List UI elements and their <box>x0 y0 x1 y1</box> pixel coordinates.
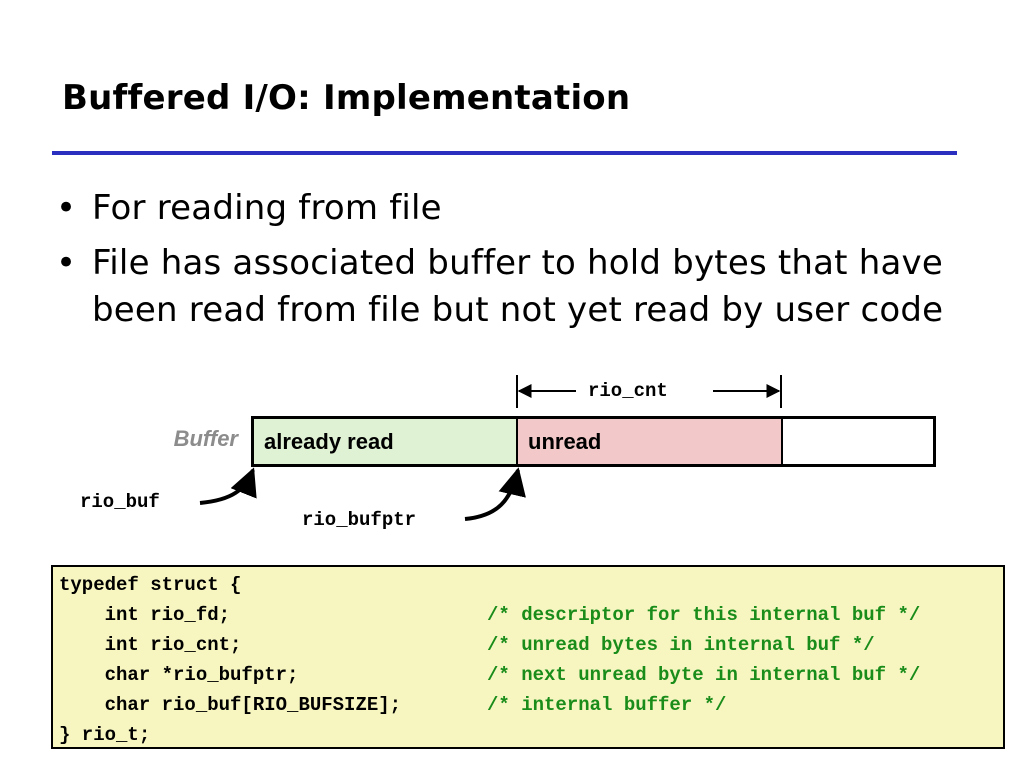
code-comment: /* unread bytes in internal buf */ <box>487 634 875 656</box>
bullet-dot: • <box>56 243 77 283</box>
rio-buf-arrow <box>199 467 257 505</box>
code-comment: /* descriptor for this internal buf */ <box>487 604 921 626</box>
rio-cnt-label: rio_cnt <box>588 380 668 402</box>
code-text: } rio_t; <box>59 724 151 746</box>
bullet-list: • For reading from file • File has assoc… <box>52 185 972 342</box>
bullet-item: • For reading from file <box>52 185 972 232</box>
struct-code-block: typedef struct { int rio_fd; /* descript… <box>51 565 1005 749</box>
bullet-text: File has associated buffer to hold bytes… <box>92 243 944 330</box>
buffer-cell-already-read: already read <box>254 419 518 464</box>
bullet-dot: • <box>56 188 77 228</box>
code-comment: /* next unread byte in internal buf */ <box>487 664 921 686</box>
slide-title: Buffered I/O: Implementation <box>62 78 631 118</box>
buffer-diagram: already read unread <box>251 416 936 467</box>
bullet-item: • File has associated buffer to hold byt… <box>52 240 972 334</box>
code-line: int rio_cnt; /* unread bytes in internal… <box>59 630 1003 660</box>
buffer-cell-empty <box>783 419 933 464</box>
code-text: char rio_buf[RIO_BUFSIZE]; <box>59 694 402 716</box>
rio-bufptr-label: rio_bufptr <box>302 509 417 531</box>
rio-bufptr-arrow <box>464 467 526 521</box>
buffer-cell-unread: unread <box>518 419 783 464</box>
code-line: typedef struct { <box>59 570 1003 600</box>
code-comment: /* internal buffer */ <box>487 694 727 716</box>
title-underline <box>52 151 957 155</box>
code-text: typedef struct { <box>59 574 242 596</box>
code-line: int rio_fd; /* descriptor for this inter… <box>59 600 1003 630</box>
code-text: int rio_cnt; <box>59 634 242 656</box>
code-line: char rio_buf[RIO_BUFSIZE]; /* internal b… <box>59 690 1003 720</box>
rio-buf-label: rio_buf <box>80 491 160 513</box>
code-line: char *rio_bufptr; /* next unread byte in… <box>59 660 1003 690</box>
code-text: int rio_fd; <box>59 604 231 626</box>
code-text: char *rio_bufptr; <box>59 664 299 686</box>
code-line: } rio_t; <box>59 720 1003 750</box>
bullet-text: For reading from file <box>92 188 442 228</box>
buffer-label: Buffer <box>173 426 238 451</box>
